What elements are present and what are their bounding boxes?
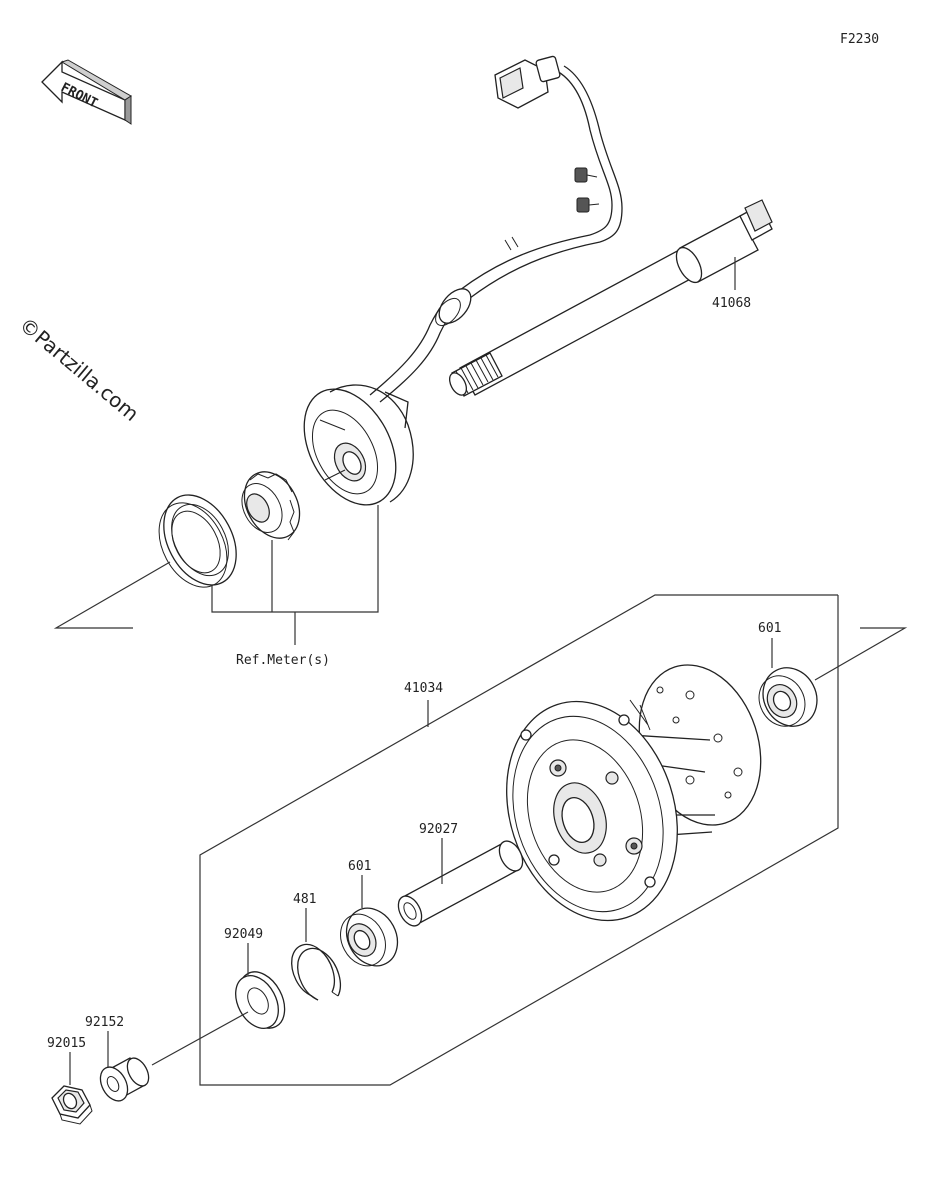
label-circlip: 481 [293,892,316,907]
meter-seal [158,494,237,588]
bearing-601-left [340,907,399,967]
meter-drive-gear [241,471,301,541]
label-axle: 41068 [712,296,751,311]
meter-cable [369,55,623,403]
axle-41068 [448,199,773,397]
label-collar: 92152 [85,1015,124,1030]
hub-group-frame [199,594,908,1086]
axis-line-lower [151,1011,249,1066]
front-hub-41034 [506,664,762,922]
front-arrow-icon: FRONT [41,59,132,125]
label-bearing-left: 601 [348,859,371,874]
label-ref-meter: Ref.Meter(s) [236,653,330,668]
circlip-481 [291,943,341,1001]
label-spacer: 92027 [419,822,458,837]
spacer-tube-92027 [397,840,524,927]
leader-ref-meter [53,505,379,645]
figure-code: F2230 [840,32,879,47]
watermark: ©Partzilla.com [15,312,144,426]
label-nut: 92015 [47,1036,86,1051]
meter-gear-housing [303,384,414,506]
nut-92015 [51,1085,93,1125]
label-seal: 92049 [224,927,263,942]
collar-92152 [99,1057,150,1102]
label-bearing-right: 601 [758,621,781,636]
bearing-601-right [758,667,818,727]
label-hub: 41034 [404,681,443,696]
oil-seal-92049 [235,971,286,1029]
